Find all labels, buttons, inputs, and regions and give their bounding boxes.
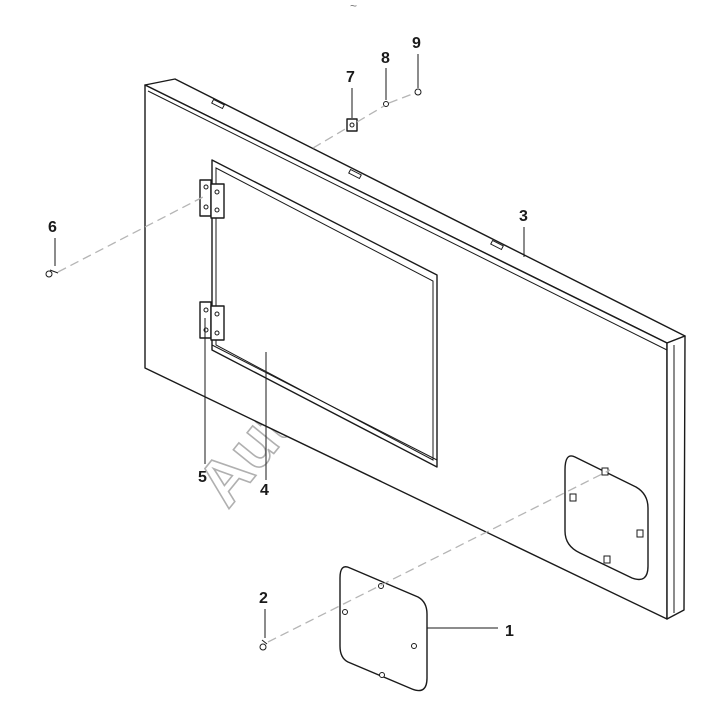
callout-8: 8 xyxy=(381,50,390,67)
clip-part-7 xyxy=(346,118,358,132)
callout-1: 1 xyxy=(505,623,514,640)
callout-9: 9 xyxy=(412,35,421,52)
callout-7: 7 xyxy=(346,69,355,86)
callout-3: 3 xyxy=(519,208,528,225)
nut-part-9 xyxy=(414,88,422,96)
callout-2: 2 xyxy=(259,590,268,607)
hinge-lower xyxy=(199,301,225,341)
leader-lines xyxy=(54,54,525,638)
door xyxy=(211,159,438,468)
assembly-lines xyxy=(57,92,611,643)
hinge-upper xyxy=(199,179,225,219)
callout-6: 6 xyxy=(48,219,57,236)
callout-5: 5 xyxy=(198,469,207,486)
cover-plate xyxy=(339,566,428,692)
callout-4: 4 xyxy=(260,482,269,499)
washer-part-8 xyxy=(383,101,389,107)
screw-part-2 xyxy=(259,639,268,651)
access-opening xyxy=(564,455,649,581)
screw-part-6 xyxy=(45,269,59,278)
top-mark: ~ xyxy=(350,0,357,13)
